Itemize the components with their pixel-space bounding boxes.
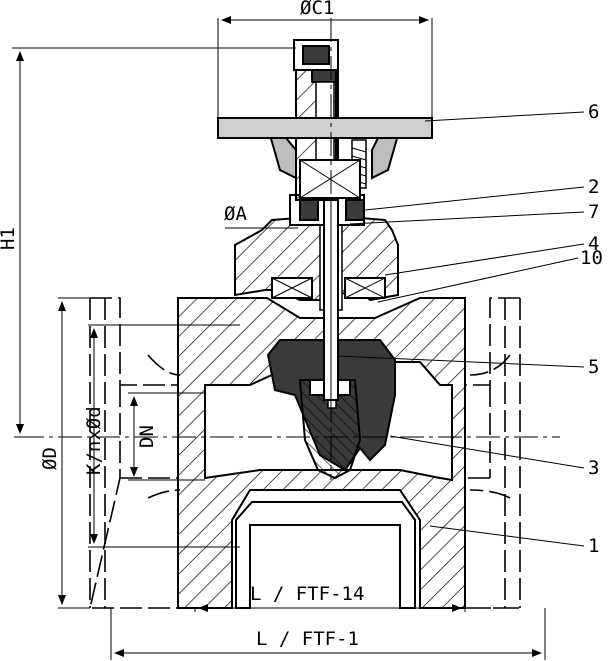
dim-a: ØA (224, 203, 298, 229)
part-label-2: 2 (588, 176, 599, 198)
callout-2: 2 (364, 176, 599, 211)
dim-c1-label: ØC1 (300, 0, 334, 19)
part-label-4: 4 (588, 233, 599, 255)
dim-d: ØD (39, 297, 90, 609)
callout-4: 4 (384, 233, 599, 276)
dim-ftf1-label: L / FTF-1 (256, 628, 359, 650)
dim-ftf14-label: L / FTF-14 (250, 583, 364, 605)
part-label-6: 6 (588, 101, 599, 123)
right-flange (465, 297, 521, 609)
dim-c1: ØC1 (217, 0, 433, 118)
callout-7: 7 (349, 201, 599, 225)
part-label-7: 7 (588, 201, 599, 223)
dim-a-label: ØA (224, 203, 247, 225)
left-flange (88, 297, 181, 609)
dim-d-label: ØD (39, 447, 61, 470)
dim-h1-label: H1 (0, 227, 19, 250)
dim-k: K/nxØd (83, 324, 240, 548)
part-label-5: 5 (588, 356, 599, 378)
dim-k-label: K/nxØd (83, 406, 105, 475)
dim-dn: DN (128, 392, 205, 481)
part-label-3: 3 (588, 457, 599, 479)
callout-6: 6 (424, 101, 599, 123)
callout-5: 5 (337, 355, 599, 378)
dim-ftf14: L / FTF-14 (194, 583, 466, 612)
dim-dn-label: DN (136, 425, 158, 448)
callout-1: 1 (429, 525, 599, 557)
handwheel (217, 39, 433, 201)
callout-10: 10 (377, 247, 603, 303)
bonnet (234, 194, 399, 311)
callout-3: 3 (389, 435, 599, 479)
part-label-1: 1 (588, 535, 599, 557)
part-label-10: 10 (580, 247, 603, 269)
dim-h1: H1 (0, 47, 296, 438)
dim-ftf1: L / FTF-1 (110, 608, 546, 660)
